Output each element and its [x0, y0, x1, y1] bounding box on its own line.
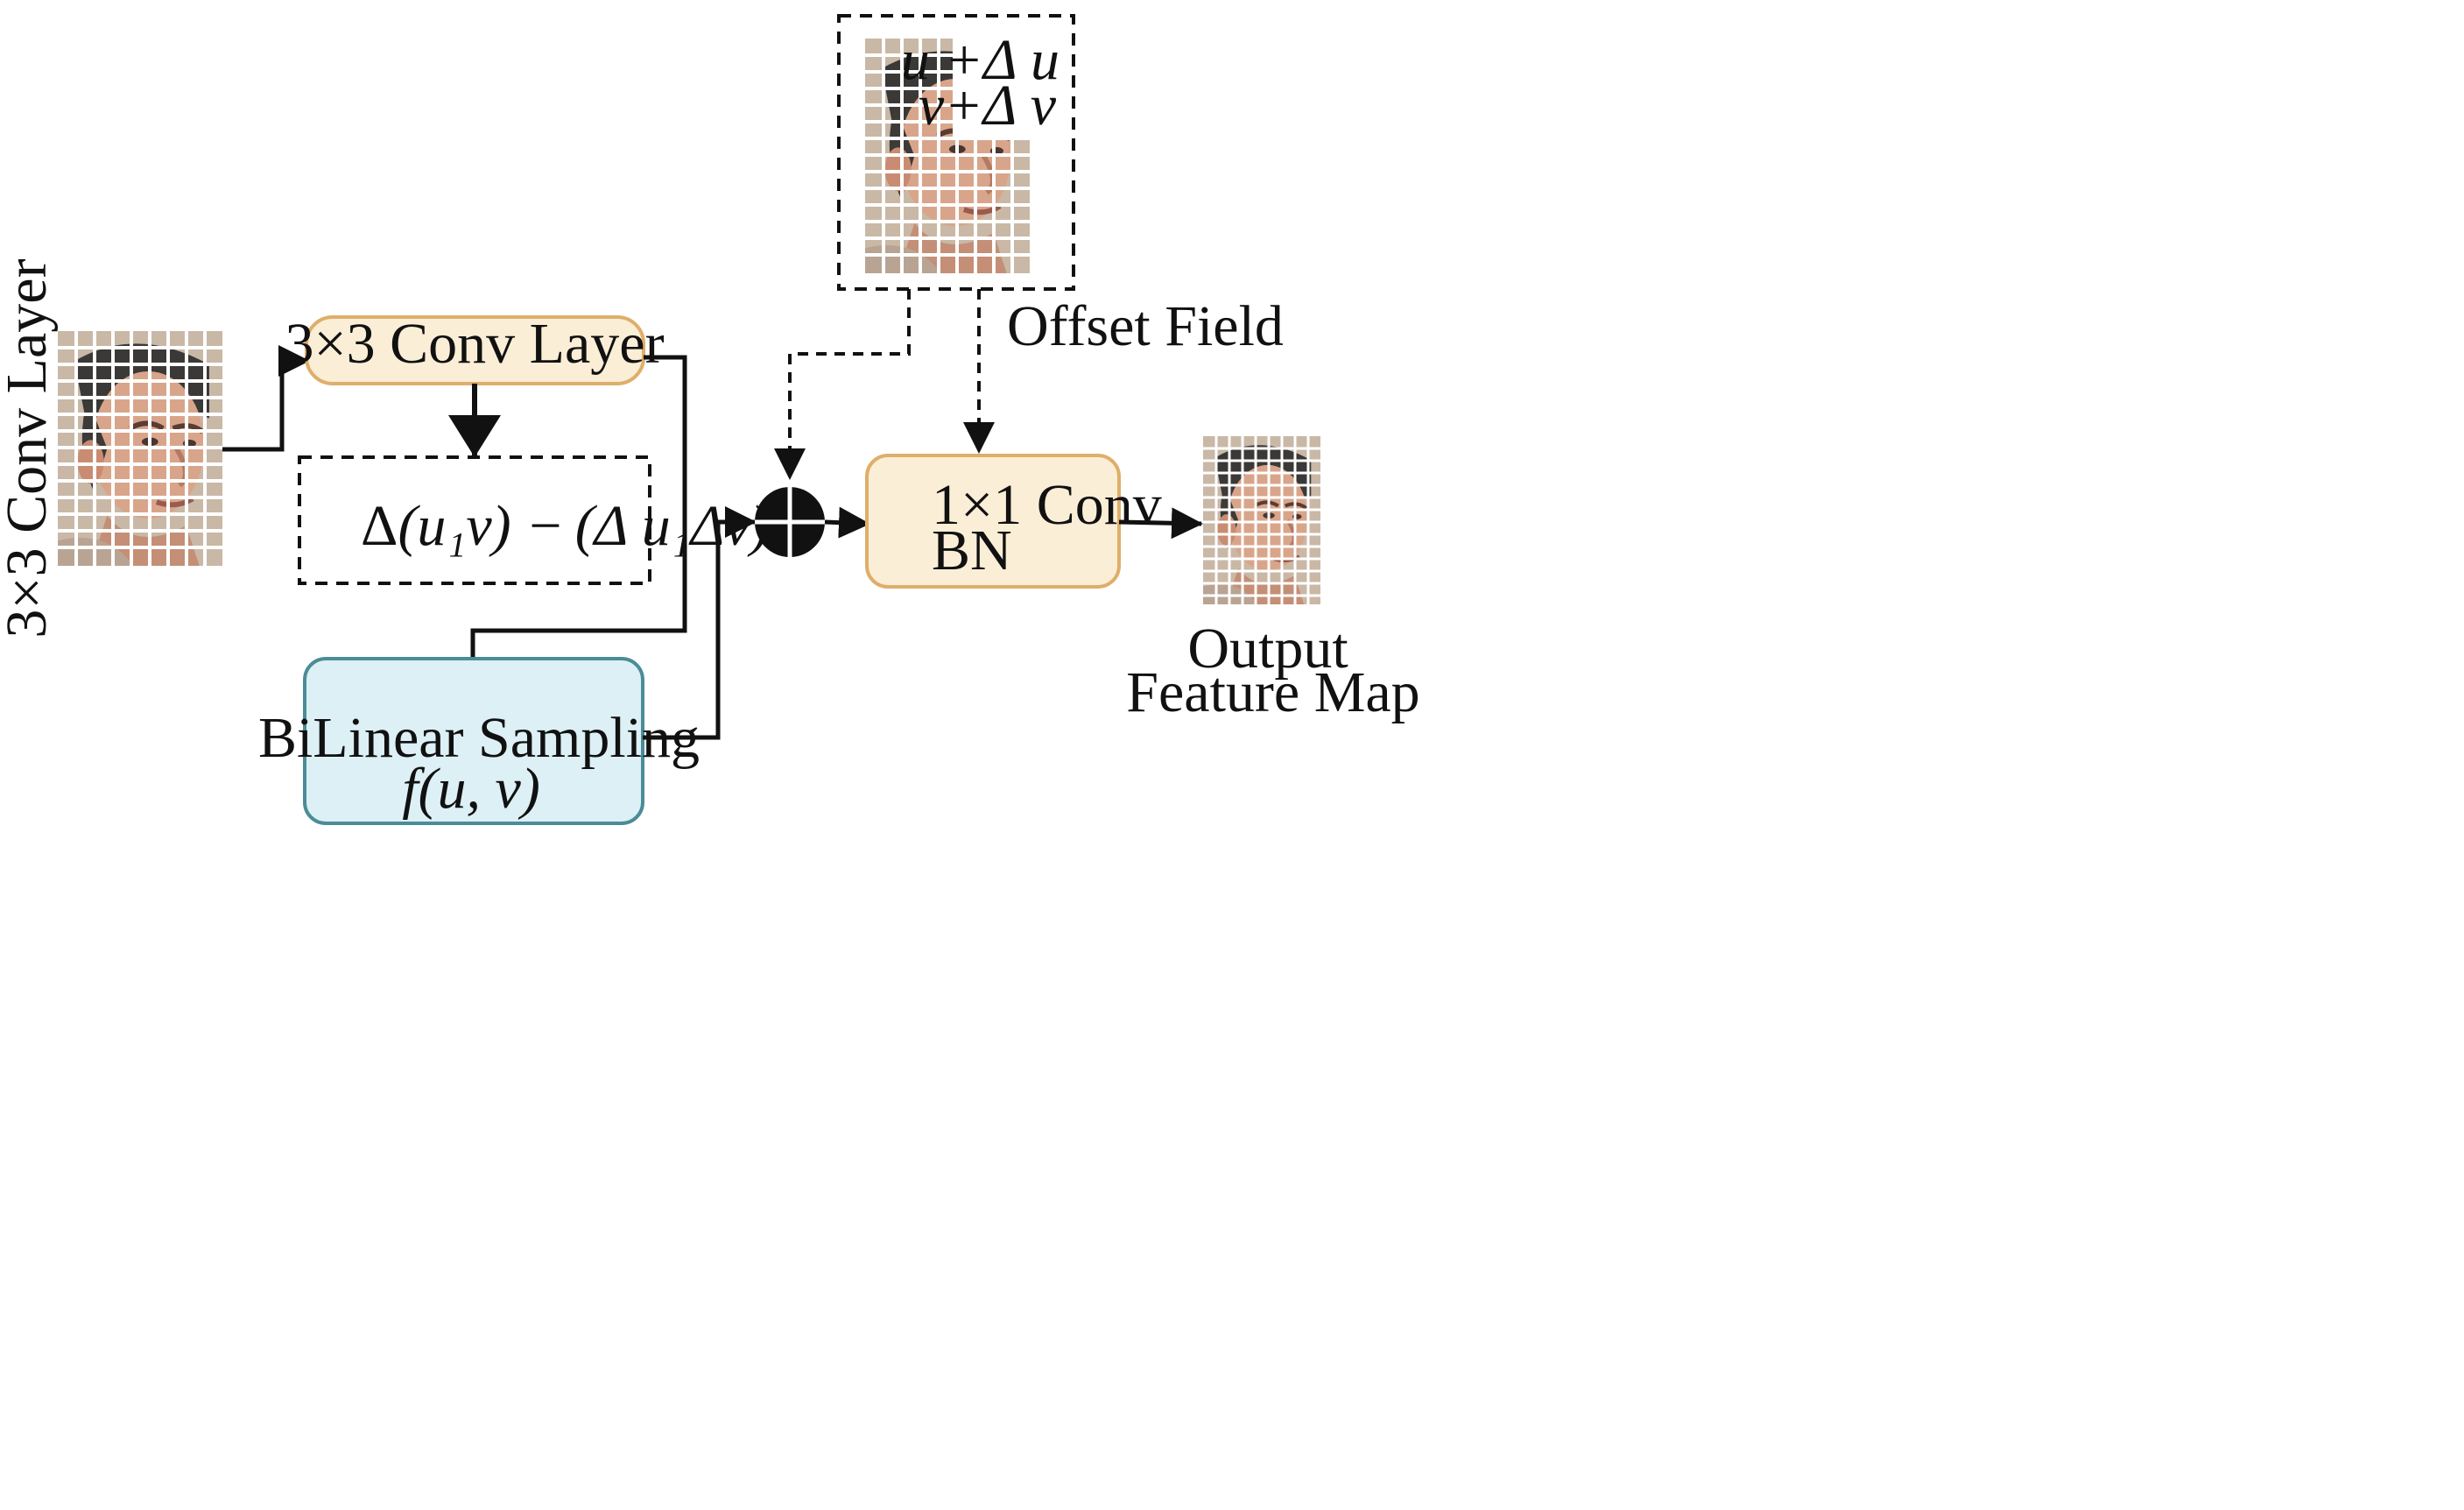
bilinear-to-sum-connector	[643, 506, 757, 740]
offset-v-label: v+Δ v	[919, 74, 1057, 138]
offset-u-label: u +Δ u	[901, 28, 1060, 92]
input-image	[58, 331, 222, 566]
offset-image	[865, 39, 1068, 273]
conv1x1-label: 1×1 Conv	[932, 473, 1162, 537]
conv1x1-to-output-arrow	[1118, 507, 1203, 540]
bilinear-func: f(u, v)	[402, 757, 540, 821]
output-image	[1203, 436, 1320, 604]
input-label: 3×3 Conv Layer	[0, 258, 59, 638]
offset-formula-box: Δ(u₁v) −(Δ u₁Δv)	[298, 455, 770, 585]
offset-field-box: u +Δ u v+Δ v	[837, 14, 1075, 291]
offset-field-label: Offset Field	[1007, 294, 1284, 358]
bilinear-box: BiLinear Sampling f(u, v)	[258, 657, 700, 825]
conv-to-bilinear-connector	[470, 355, 687, 659]
offset-formula-delta: Δ	[361, 494, 398, 558]
bn-label: BN	[932, 519, 1012, 582]
bilinear-title: BiLinear Sampling	[258, 706, 700, 770]
offset-formula-part2: (Δ u₁Δv)	[575, 494, 770, 558]
output-label-line2: Feature Map	[1126, 660, 1419, 724]
circle-plus-icon	[755, 487, 825, 557]
conv3x3-label: 3×3 Conv Layer	[285, 312, 664, 376]
conv1x1-box: 1×1 Conv BN	[865, 454, 1162, 589]
input-to-conv-connector	[222, 345, 310, 452]
sum-to-conv1x1-arrow	[824, 506, 870, 539]
offset-formula: Δ(u₁v) −(Δ u₁Δv)	[361, 494, 770, 558]
offset-to-sum-connector	[774, 289, 911, 480]
conv3x3-box: 3×3 Conv Layer	[285, 312, 665, 385]
offset-formula-part1: (u₁v) −	[398, 494, 564, 558]
output-label-line1: Output	[1187, 617, 1348, 681]
